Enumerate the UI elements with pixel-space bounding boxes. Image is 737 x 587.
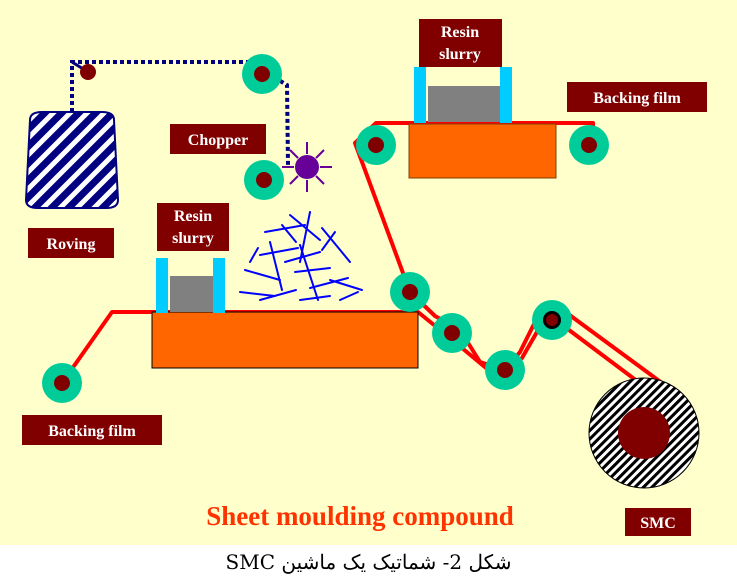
roller-bottom-film-feed: [42, 363, 82, 403]
roller-compaction-2: [485, 350, 525, 390]
svg-text:SMC: SMC: [640, 515, 676, 532]
label-smc: SMC: [625, 508, 691, 536]
roller-compaction-1: [432, 313, 472, 353]
svg-text:slurry: slurry: [439, 46, 481, 63]
chopper-blade: [282, 142, 332, 192]
resin-slurry-box-left: [156, 258, 225, 313]
svg-text:Resin: Resin: [174, 208, 212, 225]
label-backing-film-top: Backing film: [567, 82, 707, 112]
diagram-canvas: Chopper Roving Resin slurry Resin slurry…: [0, 0, 737, 545]
roller-compaction-3: [532, 300, 572, 340]
upper-tray: [408, 123, 557, 179]
svg-text:Backing film: Backing film: [593, 90, 681, 107]
roller-upper-right: [569, 125, 609, 165]
guide-pulley: [80, 64, 96, 80]
label-backing-film-bottom: Backing film: [22, 415, 162, 445]
chopper-roller-top: [242, 54, 282, 94]
svg-text:Resin: Resin: [441, 24, 479, 41]
roller-merge: [390, 272, 430, 312]
svg-text:Chopper: Chopper: [188, 132, 248, 149]
lower-tray: [151, 311, 419, 369]
roving-package: [24, 111, 120, 209]
chopped-fibers: [239, 211, 363, 301]
label-roving: Roving: [28, 228, 114, 258]
smc-takeup-roll: [588, 377, 700, 489]
svg-text:Backing film: Backing film: [48, 423, 136, 440]
resin-slurry-box-right: [414, 67, 512, 123]
label-chopper: Chopper: [170, 124, 266, 154]
label-resin-slurry-left: Resin slurry: [157, 203, 229, 251]
figure-caption: شکل 2- شماتیک یک ماشین SMC: [225, 550, 512, 574]
diagram-title: Sheet moulding compound: [206, 501, 514, 531]
chopper-roller-bottom: [244, 160, 284, 200]
svg-text:slurry: slurry: [172, 230, 214, 247]
roller-upper-left: [356, 125, 396, 165]
label-resin-slurry-right: Resin slurry: [419, 19, 502, 67]
svg-text:Roving: Roving: [47, 236, 96, 253]
